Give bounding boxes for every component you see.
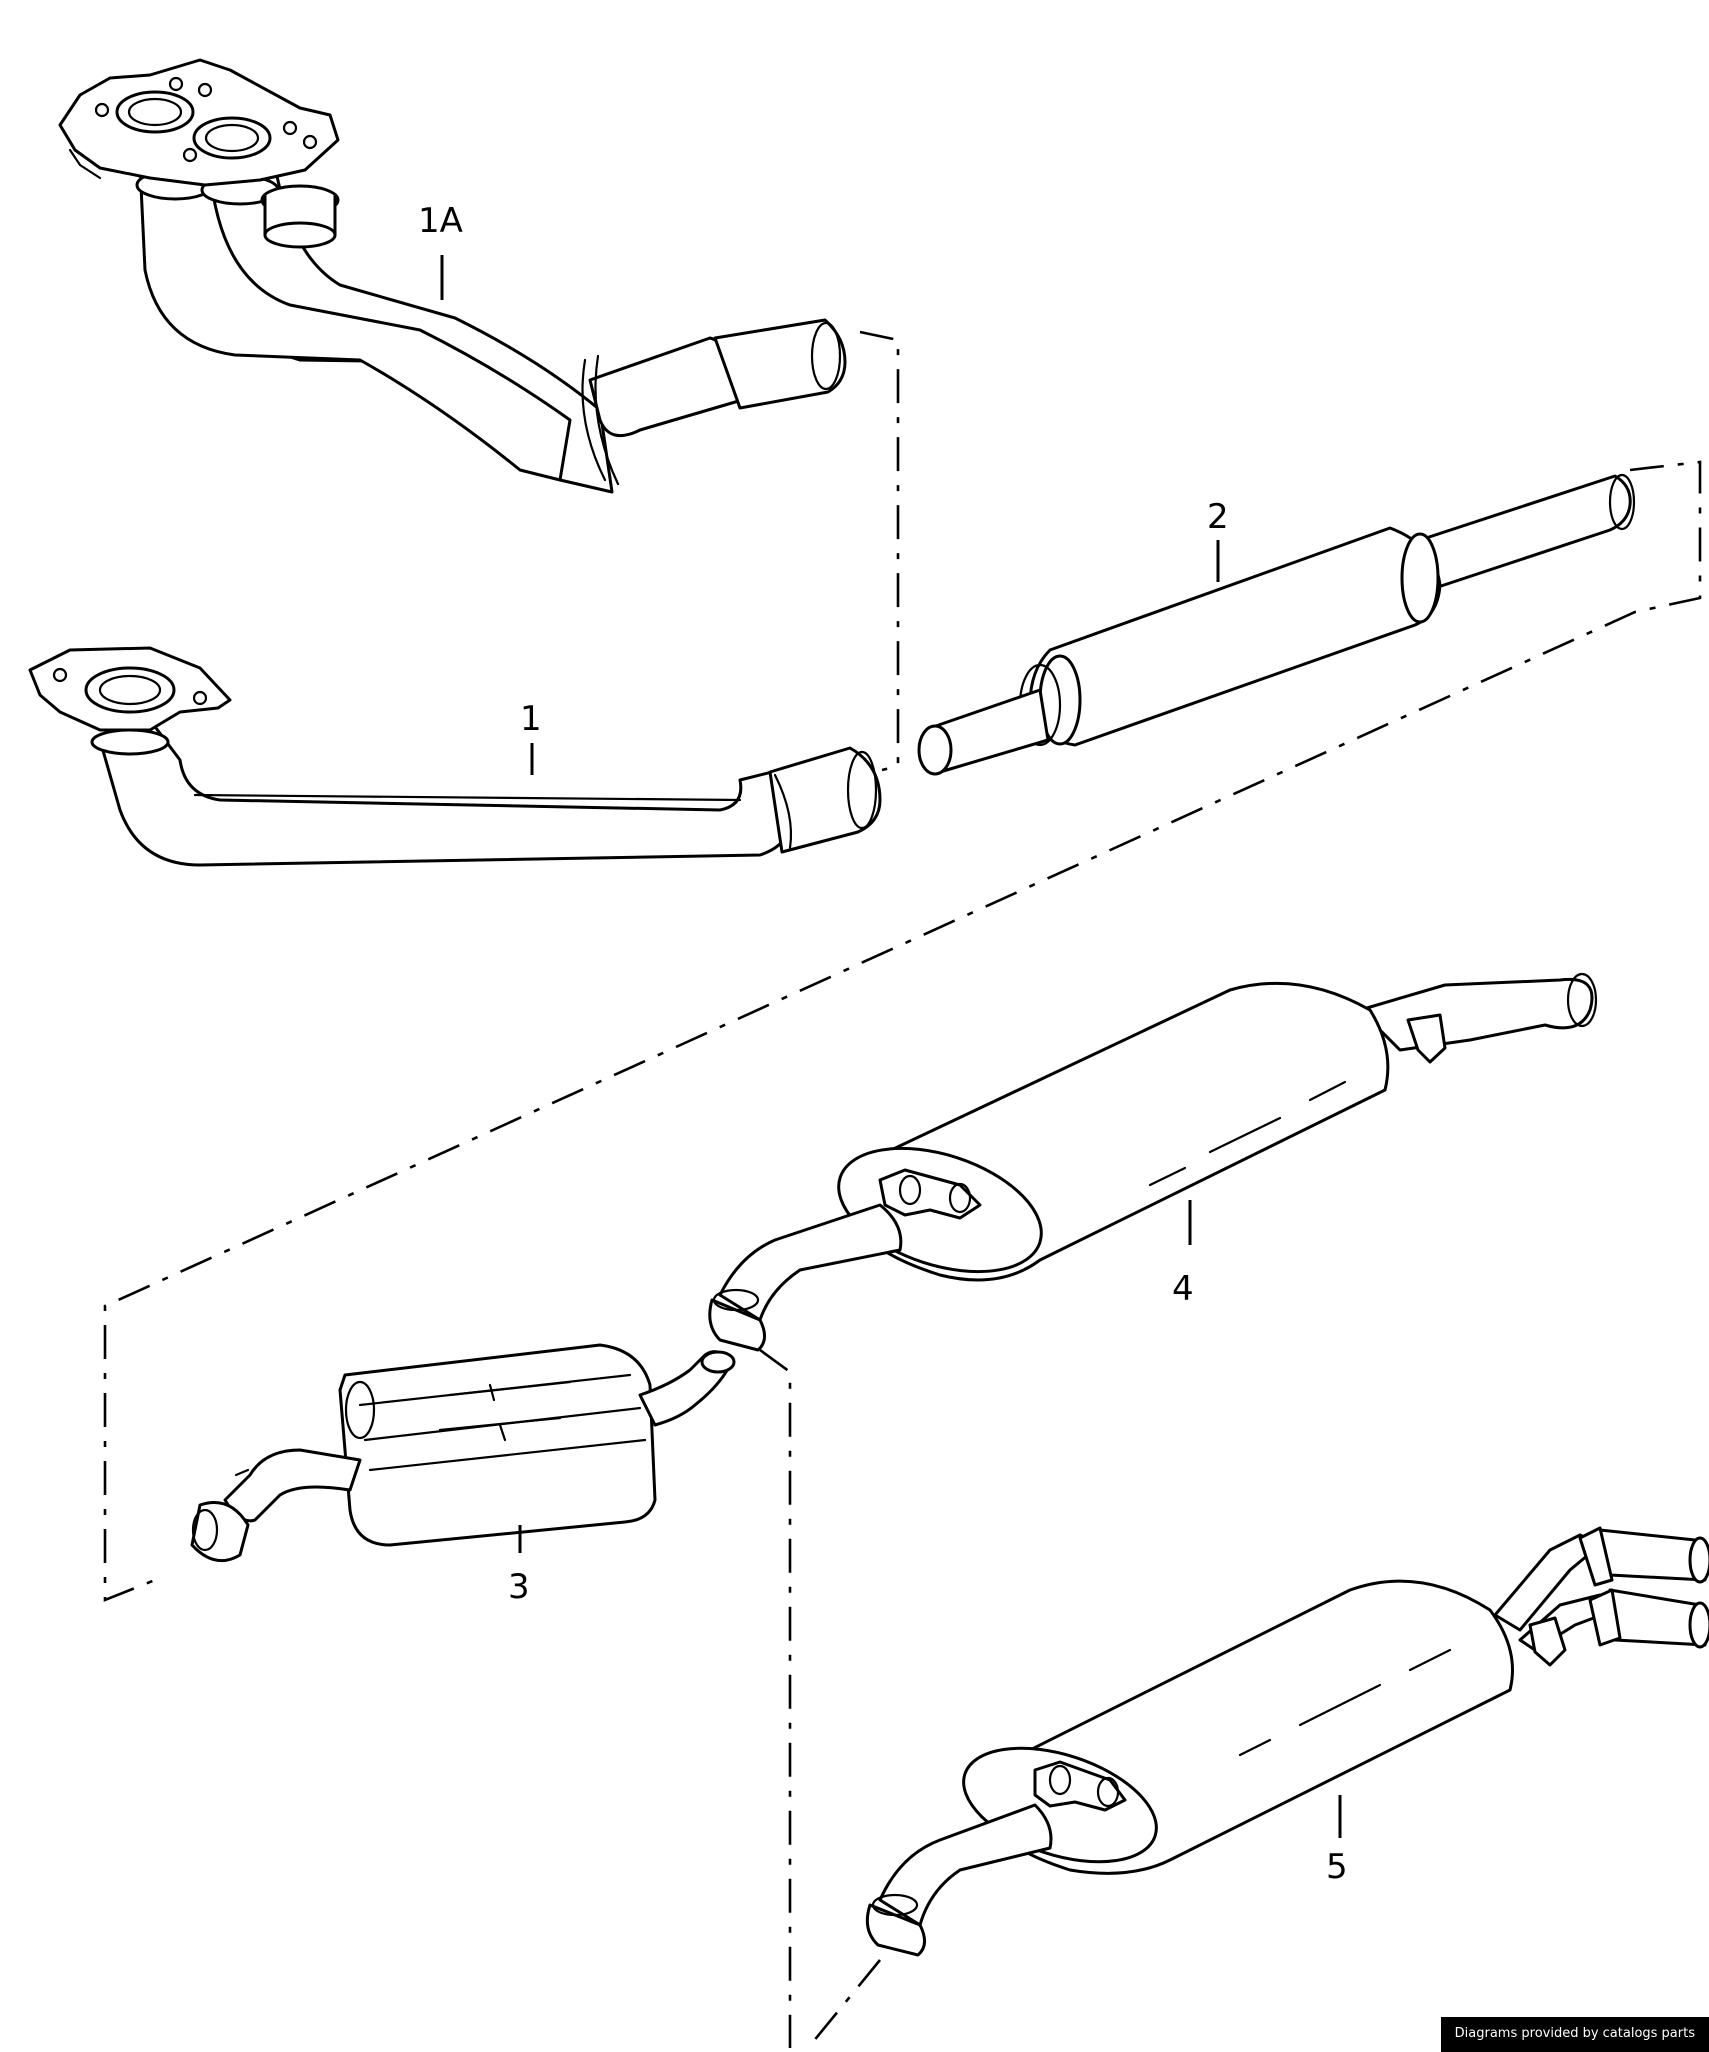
credit-banner: Diagrams provided by catalogs parts [1440,2017,1709,2052]
callout-3: 3 [508,1567,530,1607]
leader-lines [440,255,1342,1838]
part-2-resonator-pipe[interactable] [917,473,1636,776]
callout-2: 2 [1207,497,1229,537]
callout-4: 4 [1172,1269,1194,1309]
part-1-front-pipe[interactable] [28,646,882,867]
part-1a-downpipe[interactable] [58,58,847,494]
assembly-guide-lines [103,330,1702,2049]
part-3-middle-muffler[interactable] [190,1343,736,1563]
part-4-rear-muffler[interactable] [708,972,1598,1352]
callout-1a: 1A [418,201,463,241]
callout-labels: 1A 2 1 4 3 5 [418,201,1348,1887]
part-5-rear-muffler-dual[interactable] [865,1526,1709,1957]
callout-1: 1 [520,699,542,739]
callout-5: 5 [1326,1847,1348,1887]
